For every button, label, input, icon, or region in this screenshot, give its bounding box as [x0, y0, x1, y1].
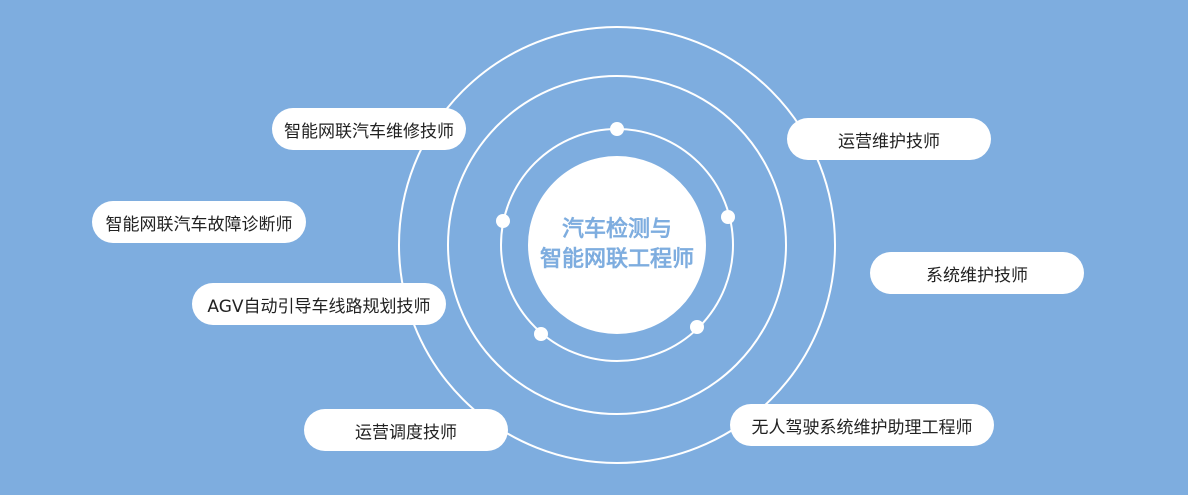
middle-ring — [447, 75, 787, 415]
ring-dot-right — [721, 210, 735, 224]
job-pill-agv-route-planning: AGV自动引导车线路规划技师 — [192, 283, 446, 325]
center-title-circle: 汽车检测与 智能网联工程师 — [528, 156, 706, 334]
ring-dot-bottom-right — [690, 320, 704, 334]
ring-dot-top — [610, 122, 624, 136]
job-pill-operations-maintenance: 运营维护技师 — [787, 118, 991, 160]
job-pill-system-maintenance: 系统维护技师 — [870, 252, 1084, 294]
center-title-line-1: 汽车检测与 — [561, 217, 672, 242]
job-pill-autonomous-system-assistant-engineer: 无人驾驶系统维护助理工程师 — [730, 404, 994, 446]
outer-ring — [398, 26, 836, 464]
center-title-line-2: 智能网联工程师 — [539, 247, 694, 272]
ring-dot-bottom-left — [534, 327, 548, 341]
ring-dot-left — [496, 214, 510, 228]
job-pill-ic-vehicle-diagnosis: 智能网联汽车故障诊断师 — [92, 201, 306, 243]
job-pill-operations-dispatch: 运营调度技师 — [304, 409, 508, 451]
job-pill-ic-vehicle-repair: 智能网联汽车维修技师 — [272, 108, 466, 150]
